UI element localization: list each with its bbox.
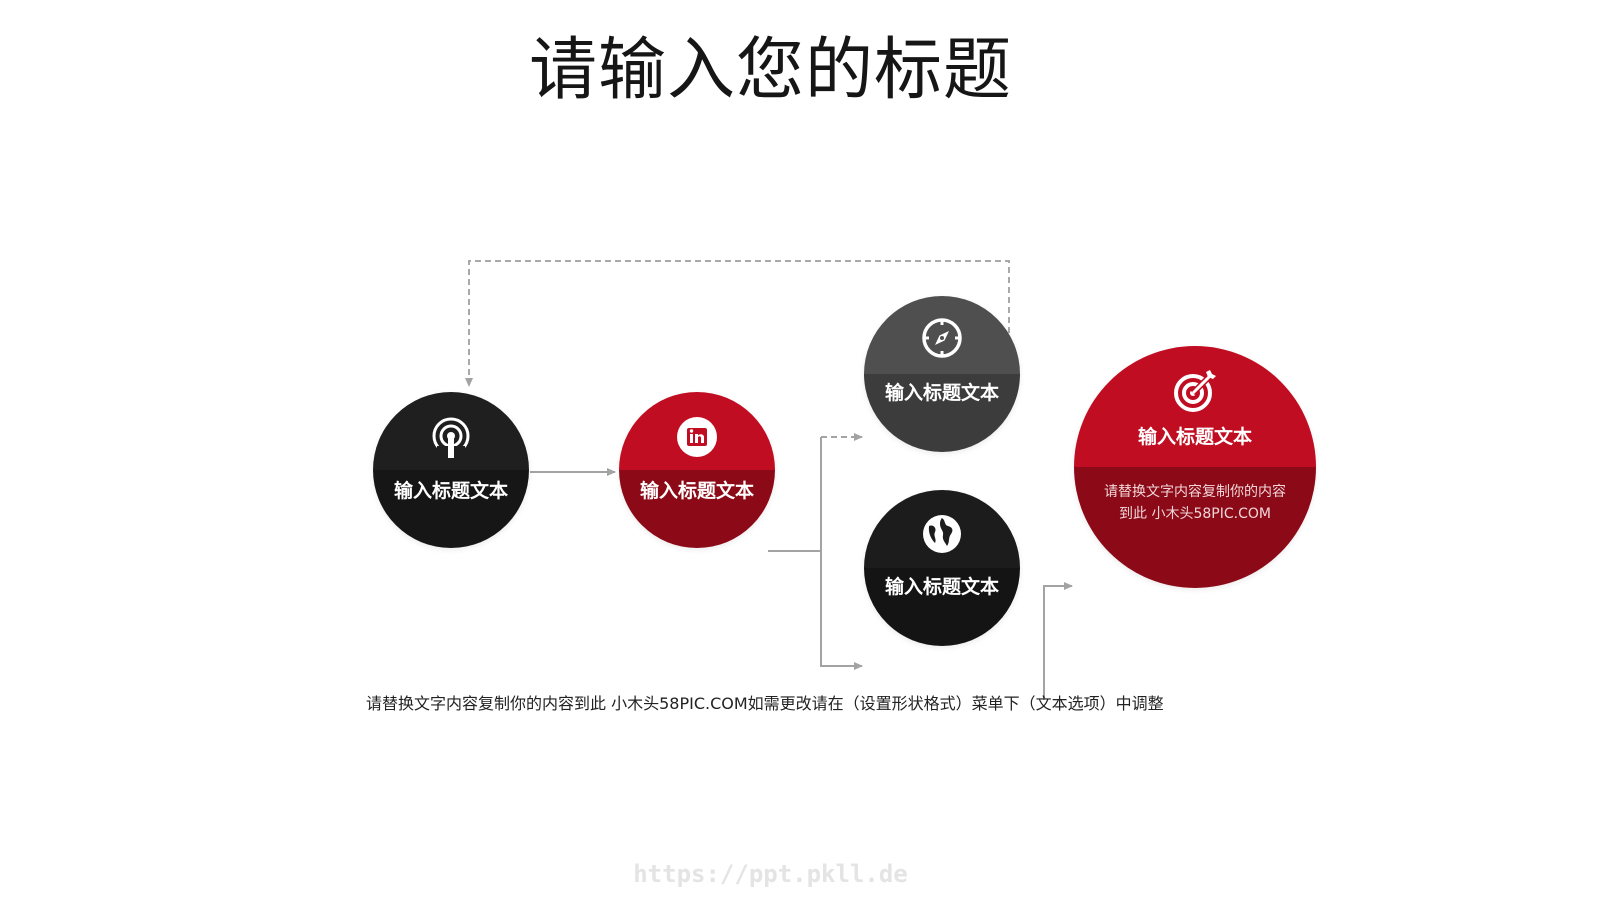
connector-to-target <box>1043 582 1073 700</box>
compass-icon <box>920 316 964 364</box>
node-compass-title: 输入标题文本 <box>884 382 999 404</box>
node-target-description: 请替换文字内容复制你的内容到此 小木头58PIC.COM <box>1103 484 1286 522</box>
connector-to-globe <box>820 551 863 670</box>
node-compass: 输入标题文本 <box>864 296 1020 452</box>
node-linkedin-bottom <box>619 470 775 548</box>
node-broadcast: 输入标题文本 <box>373 392 529 548</box>
node-target-bottom <box>1074 467 1316 588</box>
node-target-top <box>1074 346 1316 467</box>
linkedin-icon <box>676 416 718 462</box>
node-globe-bottom <box>864 568 1020 646</box>
node-broadcast-title: 输入标题文本 <box>393 480 508 502</box>
node-linkedin: 输入标题文本 <box>619 392 775 548</box>
node-compass-bottom <box>864 374 1020 452</box>
node-target: 输入标题文本 请替换文字内容复制你的内容到此 小木头58PIC.COM <box>1074 346 1316 588</box>
node-target-title: 输入标题文本 <box>1137 426 1252 448</box>
broadcast-icon <box>429 416 473 464</box>
connector-linkedin-split <box>768 437 822 552</box>
node-linkedin-title: 输入标题文本 <box>639 480 754 502</box>
node-globe: 输入标题文本 <box>864 490 1020 646</box>
node-globe-title: 输入标题文本 <box>884 576 999 598</box>
page-title: 请输入您的标题 <box>528 31 1012 110</box>
node-broadcast-bottom <box>373 470 529 548</box>
globe-icon <box>920 512 964 560</box>
target-icon <box>1172 368 1218 418</box>
watermark-url: https://ppt.pkll.de <box>633 860 908 888</box>
footer-caption: 请替换文字内容复制你的内容到此 小木头58PIC.COM如需更改请在（设置形状格… <box>366 694 1164 713</box>
